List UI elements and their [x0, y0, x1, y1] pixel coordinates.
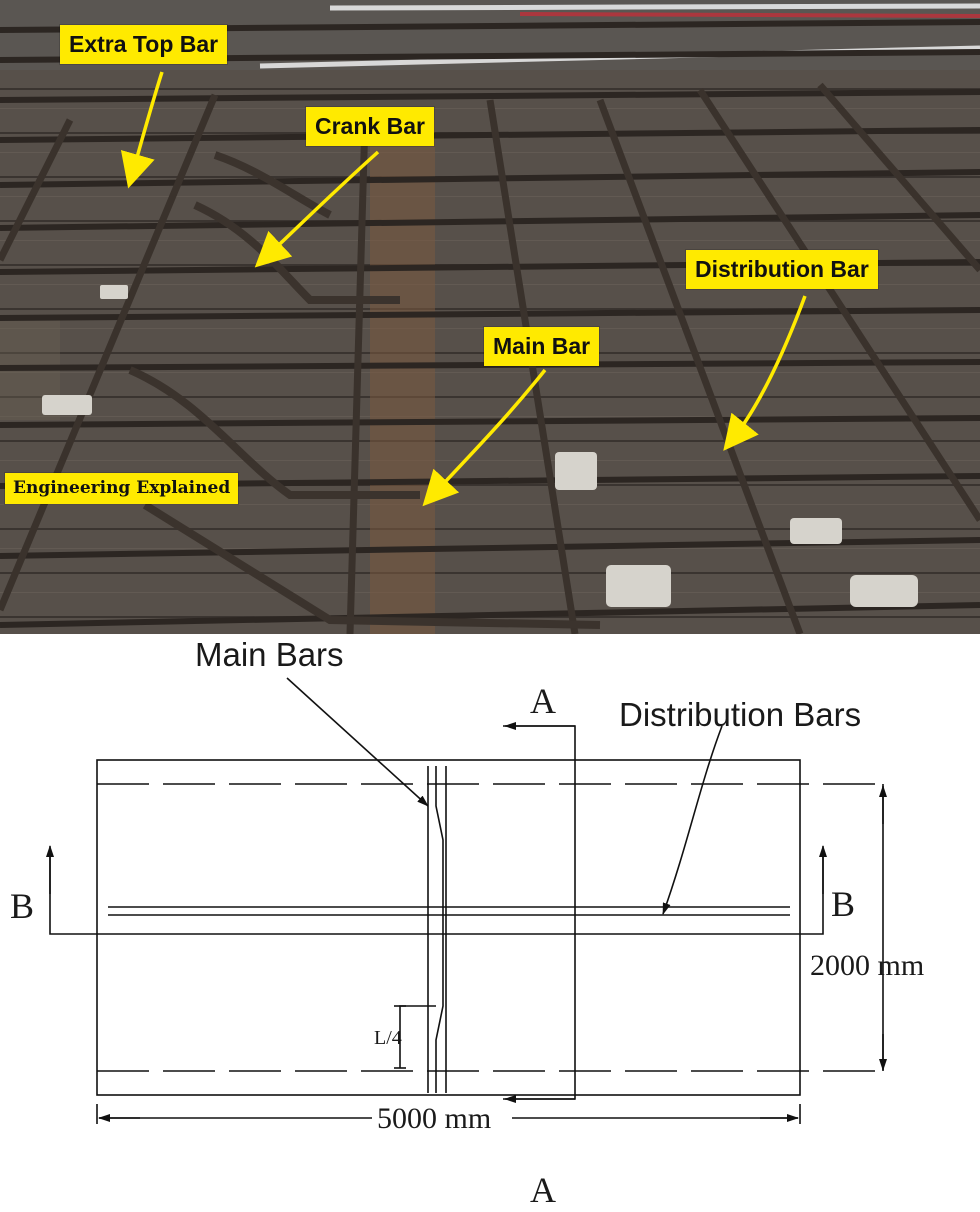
distribution-bars-leader — [662, 725, 723, 915]
brand-watermark: Engineering Explained — [5, 473, 239, 504]
slab-outline — [96, 759, 801, 1096]
section-b-right-line — [800, 850, 824, 935]
section-b-right-label: B — [831, 884, 855, 924]
cover-blocks — [42, 285, 918, 607]
rebar-photo-illustration — [0, 0, 980, 634]
distribution-bars-label: Distribution Bars — [619, 696, 861, 733]
slab-plan-svg: Main Bars Distribution Bars A A B B 2000… — [10, 636, 924, 1210]
crank-offset-label: L/4 — [374, 1027, 402, 1049]
main-bars-leader — [286, 677, 429, 807]
main-bars — [0, 82, 980, 634]
section-a-bottom-label: A — [530, 1170, 556, 1210]
rebar-photo: Extra Top Bar Crank Bar Distribution Bar… — [0, 0, 980, 634]
main-bars-label: Main Bars — [195, 636, 344, 673]
width-dimension-label: 2000 mm — [810, 949, 924, 982]
section-a-line — [503, 725, 576, 1100]
main-bar-label: Main Bar — [484, 327, 600, 366]
extra-top-bar-label: Extra Top Bar — [60, 25, 228, 64]
slab-reinforcement-drawing: Main Bars Distribution Bars A A B B 2000… — [0, 634, 980, 1212]
crank-dimension — [399, 1005, 436, 1068]
timber-strip — [370, 120, 435, 634]
section-b-left-label: B — [10, 886, 34, 926]
crank-bar-label: Crank Bar — [306, 107, 434, 146]
section-a-top-label: A — [530, 681, 556, 721]
main-bar-cranked — [435, 766, 444, 1093]
photo-arrows — [120, 71, 807, 507]
distribution-bar-label: Distribution Bar — [686, 250, 878, 289]
section-b-left-line — [49, 850, 97, 935]
length-dimension-label: 5000 mm — [377, 1102, 491, 1135]
